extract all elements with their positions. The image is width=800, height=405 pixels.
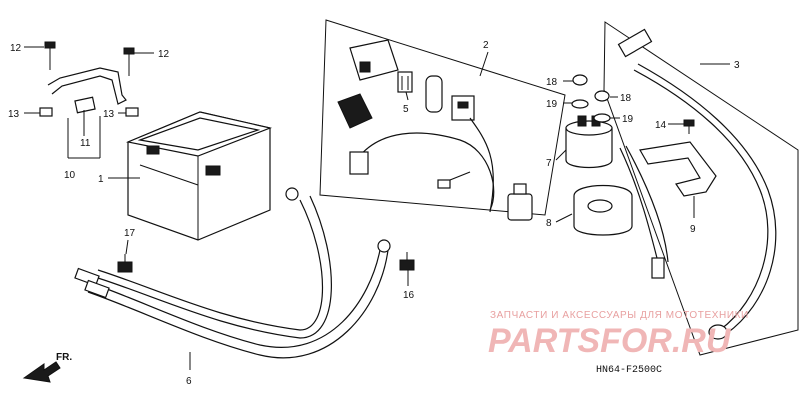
- harness-terminal: [437, 179, 451, 189]
- relay-wire-2: [625, 145, 669, 263]
- battery-holder-bracket: [47, 67, 127, 114]
- leader-lines: [24, 46, 730, 370]
- front-direction-arrow: FR.: [22, 352, 72, 383]
- relay-connector: [651, 257, 665, 279]
- washer-19-left: [571, 99, 589, 109]
- bolt-16: [399, 252, 415, 271]
- battery-cable-assembly: [74, 187, 391, 359]
- starter-cable: [617, 28, 777, 340]
- callout-18-right: 18: [620, 93, 632, 104]
- callout-19-left: 19: [546, 99, 558, 110]
- callout-13-right: 13: [103, 109, 115, 120]
- fr-label: FR.: [56, 352, 72, 363]
- harness-group-frame: [319, 19, 566, 216]
- bolt-14: [683, 119, 695, 134]
- nut-13-right: [125, 107, 139, 117]
- watermark-tagline: ЗАПЧАСТИ И АКСЕССУАРЫ ДЛЯ МОТОТЕХНИКИ: [490, 310, 749, 321]
- callout-10: 10: [64, 170, 76, 181]
- diagram-code: HN64-F2500C: [596, 365, 662, 376]
- cable-group-frame: [603, 21, 799, 356]
- relay-bracket-9: [639, 141, 717, 197]
- fuse-cover: [337, 93, 373, 129]
- callout-13-left: 13: [8, 109, 20, 120]
- fuse-box: [349, 39, 399, 81]
- watermark-logo: PARTSFOR.RU: [488, 322, 732, 360]
- callout-12-left: 12: [10, 43, 22, 54]
- bolt-12-left: [44, 41, 56, 70]
- callout-14: 14: [655, 120, 667, 131]
- fuse-5: [397, 71, 413, 93]
- harness-wire-2: [469, 117, 494, 213]
- callout-3: 3: [734, 60, 740, 71]
- battery: [125, 111, 273, 241]
- main-fuse-connector: [451, 95, 475, 121]
- harness-boot: [507, 183, 533, 221]
- callout-17: 17: [124, 228, 136, 239]
- nut-18-right: [594, 90, 610, 102]
- harness-wire: [357, 132, 495, 211]
- callout-9: 9: [690, 224, 696, 235]
- bolt-12-right: [123, 47, 135, 76]
- callout-2: 2: [483, 40, 489, 51]
- harness-clip: [349, 151, 369, 175]
- callout-18-left: 18: [546, 77, 558, 88]
- fuse-holder: [425, 75, 443, 113]
- callout-1: 1: [98, 174, 104, 185]
- washer-19-right: [593, 113, 611, 123]
- nut-13-left: [39, 107, 53, 117]
- nut-18-left: [572, 74, 588, 86]
- callout-19-right: 19: [622, 114, 634, 125]
- callout-7: 7: [546, 158, 552, 169]
- starter-relay: [565, 115, 613, 169]
- relay-rubber-cover: [573, 184, 633, 236]
- callout-5: 5: [403, 104, 409, 115]
- callout-6: 6: [186, 376, 192, 387]
- callout-8: 8: [546, 218, 552, 229]
- callout-16: 16: [403, 290, 415, 301]
- bolt-17: [117, 254, 133, 273]
- callout-12-right: 12: [158, 49, 170, 60]
- relay-wire: [619, 147, 661, 271]
- callout-11: 11: [80, 138, 91, 149]
